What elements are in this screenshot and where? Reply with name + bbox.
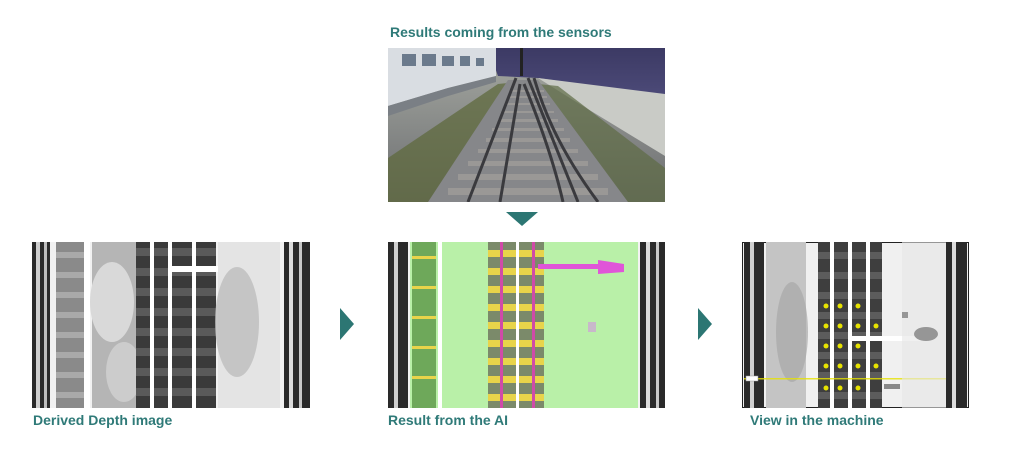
machine-caption: View in the machine — [750, 412, 884, 428]
machine-view-image — [742, 242, 969, 408]
triangle-right-icon — [698, 308, 712, 340]
triangle-down-icon — [506, 212, 538, 226]
sensors-caption: Results coming from the sensors — [390, 24, 612, 40]
triangle-right-icon — [340, 308, 354, 340]
depth-image — [32, 242, 310, 408]
depth-caption: Derived Depth image — [33, 412, 173, 428]
ai-caption: Result from the AI — [388, 412, 509, 428]
ai-result-image — [388, 242, 665, 408]
sensor-camera-image — [388, 48, 665, 202]
